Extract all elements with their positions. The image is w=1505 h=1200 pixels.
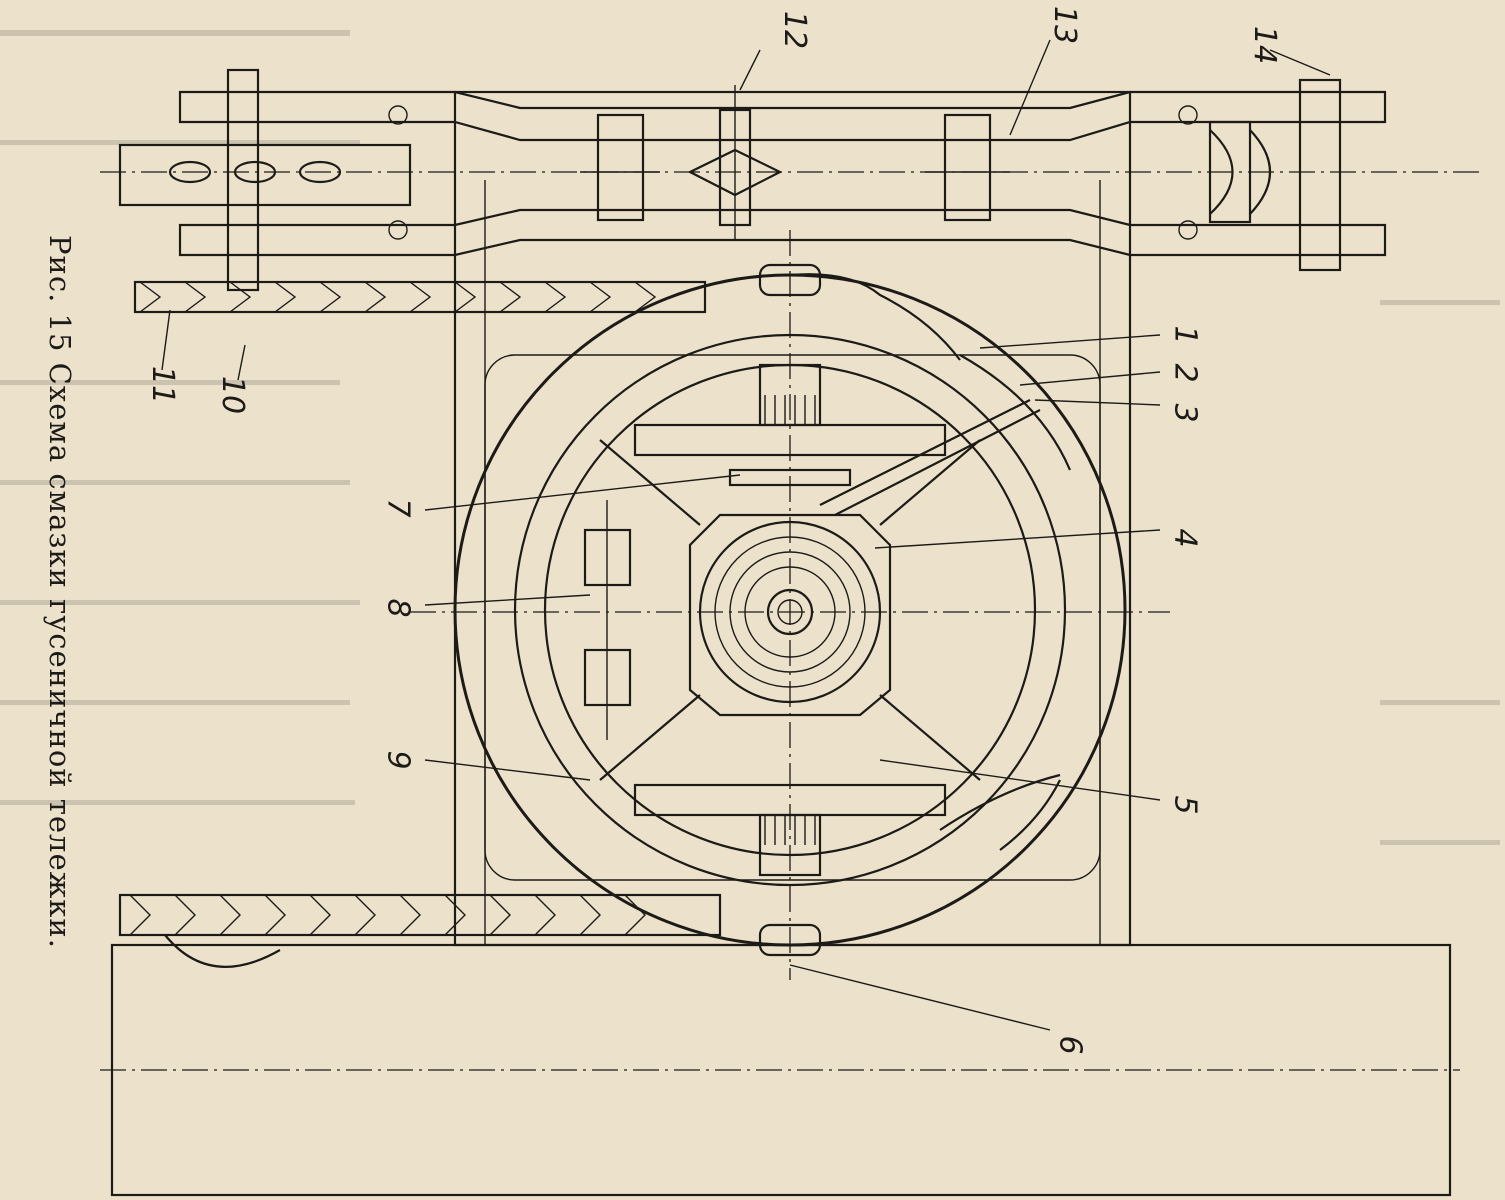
lower-chain — [118, 893, 722, 968]
callout-1: 1 — [1167, 325, 1203, 345]
top-rollers — [580, 85, 1010, 240]
center-lines — [410, 230, 1170, 980]
callout-14: 14 — [1247, 25, 1283, 65]
rail-beam — [100, 943, 1460, 1197]
frame — [453, 90, 1132, 947]
callout-5: 5 — [1167, 795, 1203, 815]
bleed-through-texture — [0, 30, 1500, 845]
right-pulley — [1178, 78, 1342, 272]
callout-7: 7 — [380, 498, 416, 518]
callout-2: 2 — [1167, 363, 1203, 383]
callout-8: 8 — [380, 598, 416, 618]
callout-4: 4 — [1167, 528, 1203, 548]
callout-10: 10 — [215, 375, 251, 415]
figure-caption-text: Рис. 15 Схема смазки гусеничной тележки. — [43, 235, 77, 949]
leader-lines — [161, 39, 1331, 1031]
upper-chain — [133, 280, 707, 314]
left-clevis — [168, 68, 408, 292]
callout-3: 3 — [1167, 403, 1203, 423]
top-beam — [100, 90, 1480, 257]
lubrication-pipes — [583, 354, 1072, 851]
callout-12: 12 — [777, 10, 813, 50]
callout-9: 9 — [380, 750, 416, 770]
callout-11: 11 — [145, 365, 181, 405]
callout-13: 13 — [1047, 5, 1083, 45]
callout-6: 6 — [1052, 1035, 1088, 1055]
